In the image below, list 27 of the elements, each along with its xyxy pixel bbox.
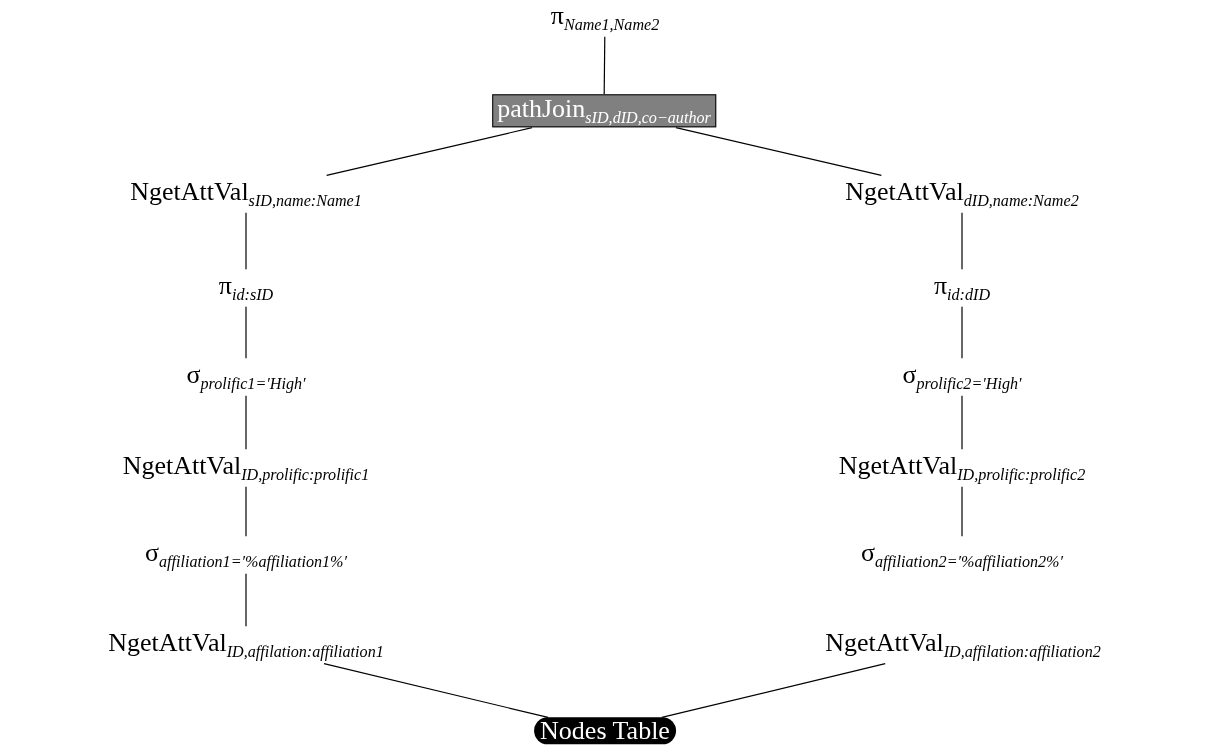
operator-label: NgetAttVal$_{sID,name:Name1}$ xyxy=(126,175,366,213)
operator-label: NgetAttVal$_{dID,name:Name2}$ xyxy=(841,175,1083,213)
connector-line xyxy=(961,486,963,537)
connector-line xyxy=(961,395,963,450)
connector-line xyxy=(603,36,606,95)
operator-label: NgetAttVal$_{ID,affilation:affiliation2}$ xyxy=(821,626,1105,664)
operator-label: σ$_{affiliation2=′%affiliation2%′}$ xyxy=(857,536,1067,574)
join-operator-box: pathJoin$_{sID,dID,co−author}$ xyxy=(492,94,716,128)
operator-label: NgetAttVal$_{ID,prolific:prolific2}$ xyxy=(834,449,1090,487)
operator-label: σ$_{prolific1=′High′}$ xyxy=(182,358,310,396)
operator-label: π$_{id:sID}$ xyxy=(214,269,278,307)
connector-line xyxy=(245,306,247,359)
connector-line xyxy=(961,306,963,359)
connector-line xyxy=(961,212,963,270)
table-node: Nodes Table xyxy=(534,717,676,745)
connector-line xyxy=(245,573,247,627)
operator-label: σ$_{affiliation1=′%affiliation1%′}$ xyxy=(141,536,351,574)
connector-line xyxy=(323,663,549,718)
operator-label: σ$_{prolific2=′High′}$ xyxy=(898,358,1026,396)
operator-label: π$_{id:dID}$ xyxy=(929,269,995,307)
operator-label: NgetAttVal$_{ID,affilation:affiliation1}$ xyxy=(104,626,388,664)
connector-line xyxy=(245,212,247,270)
operator-label: NgetAttVal$_{ID,prolific:prolific1}$ xyxy=(118,449,374,487)
operator-label: π$_{Name1,Name2}$ xyxy=(546,0,664,37)
connector-line xyxy=(245,486,247,537)
connector-line xyxy=(245,395,247,450)
connector-line xyxy=(661,663,886,718)
